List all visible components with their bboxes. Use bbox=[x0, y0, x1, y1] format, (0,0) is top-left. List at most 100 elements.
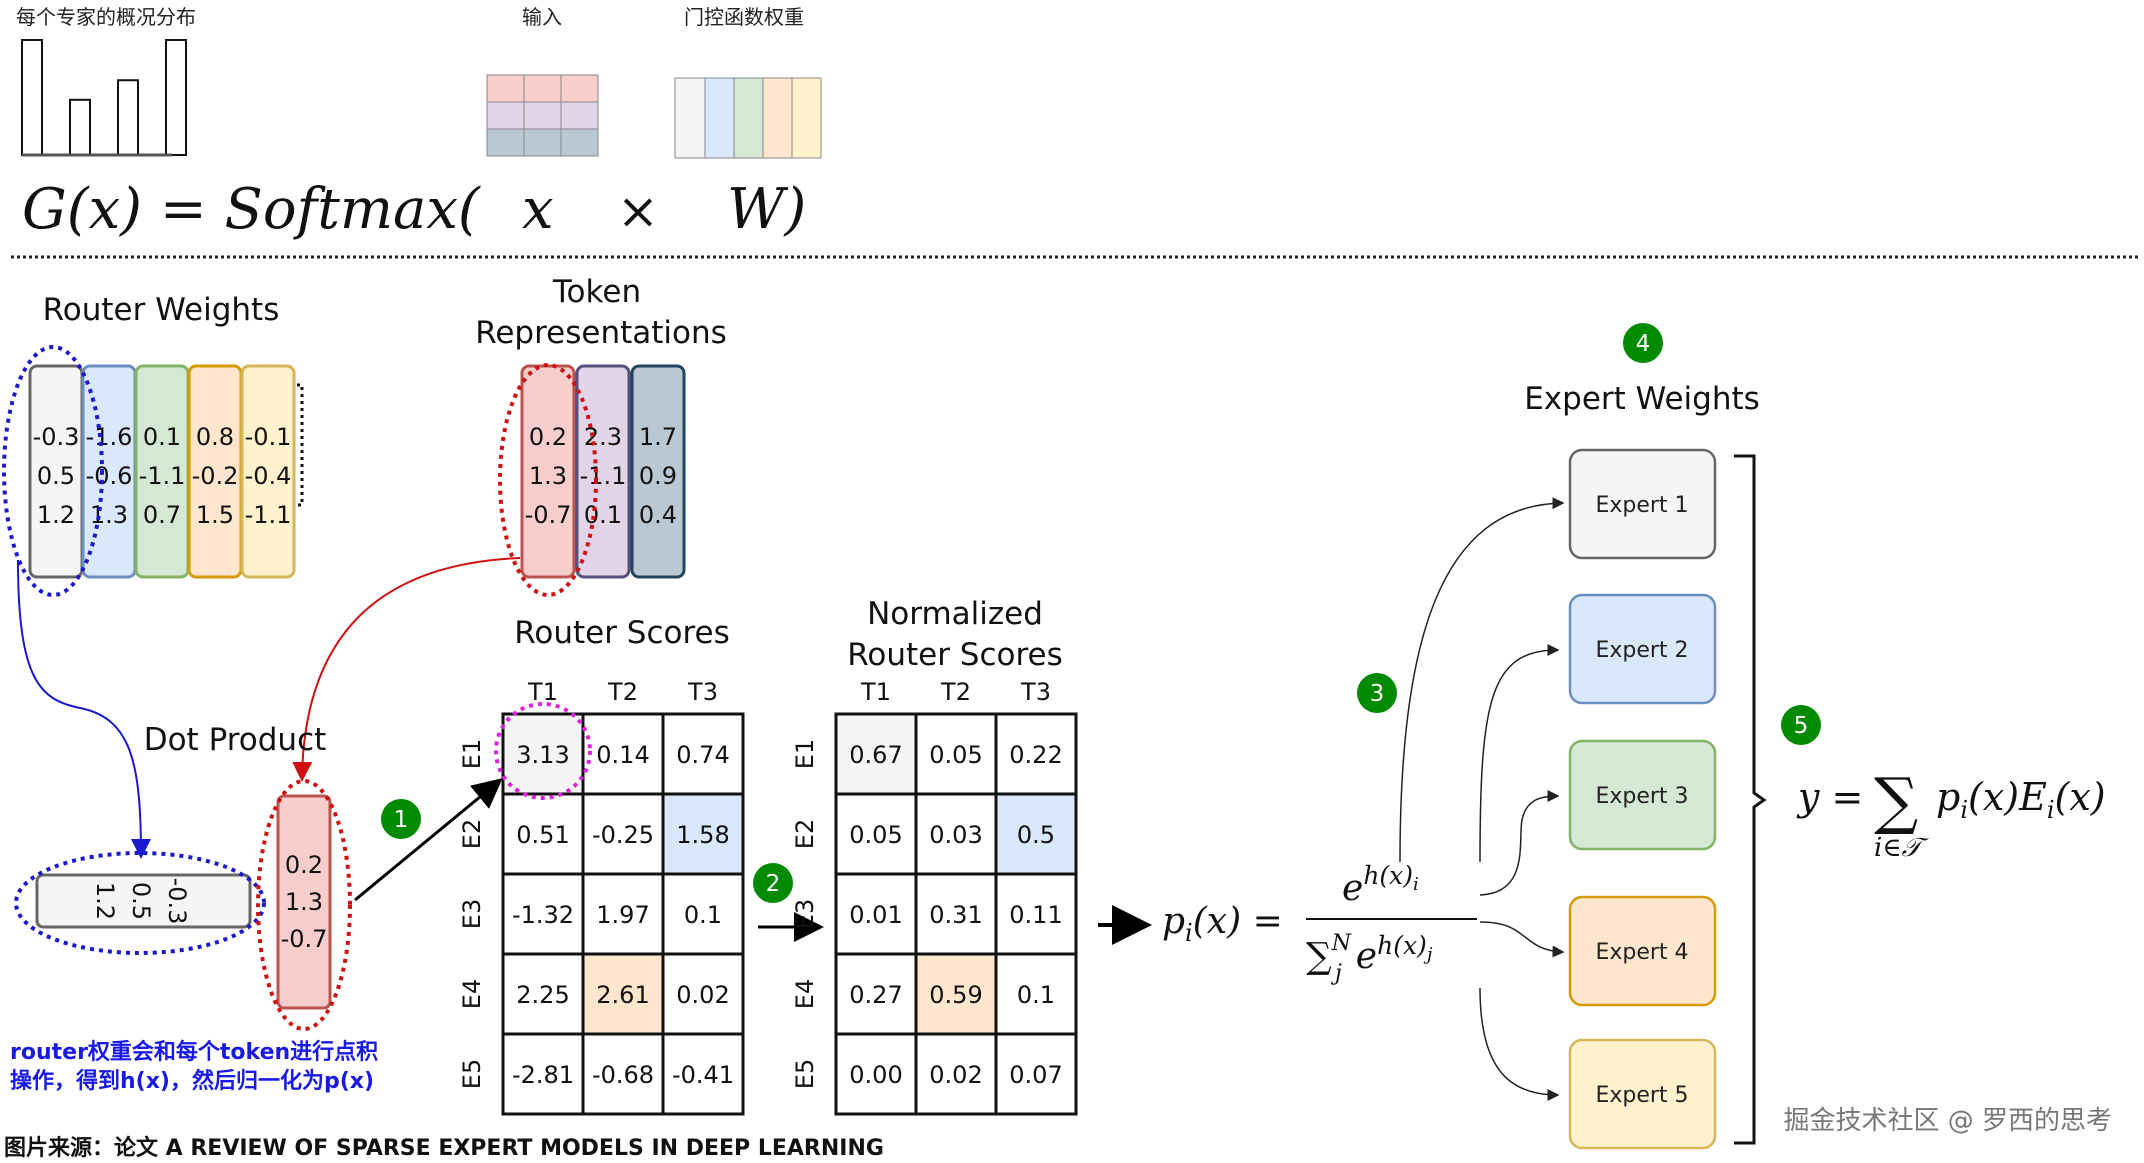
matrix-cell bbox=[834, 952, 918, 1036]
matrix-cell bbox=[581, 712, 665, 796]
router-weight-column bbox=[240, 364, 296, 579]
matrix-value: 2.25 bbox=[516, 981, 569, 1009]
router-weight-value: 0.8 bbox=[196, 423, 234, 451]
matrix-value: 0.1 bbox=[1017, 981, 1055, 1009]
top-section: 每个专家的概况分布 输入 门控函数权重 G(x) = Softmax( x × … bbox=[11, 5, 2140, 259]
matrix-value: 0.59 bbox=[929, 981, 982, 1009]
router-weight-highlight-ellipse bbox=[2, 345, 104, 597]
matrix-value: 0.5 bbox=[1017, 821, 1055, 849]
router-scores-title: Router Scores bbox=[514, 615, 730, 651]
distribution-bar bbox=[69, 98, 91, 157]
column-header: T3 bbox=[1020, 678, 1051, 706]
matrix-value: -2.81 bbox=[512, 1061, 574, 1089]
column-header: T2 bbox=[607, 678, 638, 706]
step-badge-4 bbox=[1623, 323, 1663, 363]
step-number: 3 bbox=[1370, 681, 1385, 707]
matrix-cell bbox=[661, 1032, 745, 1116]
experts-brace bbox=[1734, 454, 1767, 1145]
svg-text:∑: ∑ bbox=[1874, 764, 1918, 837]
row-header: E5 bbox=[791, 1059, 819, 1089]
router-weight-value: 1.2 bbox=[37, 501, 75, 529]
router-vector-box bbox=[35, 873, 252, 929]
distribution-bar bbox=[165, 39, 187, 156]
arrow-to-expert-5 bbox=[1479, 987, 1560, 1101]
expert-box-2: Expert 2 bbox=[1568, 593, 1717, 705]
router-weight-value: 0.5 bbox=[37, 462, 75, 490]
router-weight-value: -1.6 bbox=[86, 423, 133, 451]
top-score-highlight bbox=[494, 702, 592, 800]
matrix-value: 1.97 bbox=[596, 901, 649, 929]
matrix-value: 0.03 bbox=[929, 821, 982, 849]
token-title-line1: Token bbox=[552, 274, 641, 310]
token-value: 0.4 bbox=[639, 501, 677, 529]
matrix-value: 0.02 bbox=[676, 981, 729, 1009]
token-column bbox=[630, 364, 686, 579]
step-badge-5 bbox=[1781, 705, 1821, 745]
dot-product-title: Dot Product bbox=[144, 722, 327, 758]
token-vector-value: 1.3 bbox=[285, 888, 323, 916]
token-value: 1.7 bbox=[639, 423, 677, 451]
footer-source: 图片来源：论文 A REVIEW OF SPARSE EXPERT MODELS… bbox=[4, 1135, 884, 1161]
input-label: 输入 bbox=[522, 5, 562, 29]
matrix-value: -0.68 bbox=[592, 1061, 654, 1089]
router-weight-value: 1.5 bbox=[196, 501, 234, 529]
matrix-cell bbox=[581, 792, 665, 876]
matrix-value: 0.27 bbox=[849, 981, 902, 1009]
token-to-dot-arrow bbox=[292, 557, 521, 782]
router-vector-value: -0.3 bbox=[163, 878, 191, 925]
matrix-cell bbox=[994, 952, 1078, 1036]
step-number: 4 bbox=[1636, 331, 1651, 357]
token-column bbox=[520, 364, 576, 579]
matrix-value: 0.01 bbox=[849, 901, 902, 929]
matrix-value: 0.1 bbox=[684, 901, 722, 929]
router-weights-title: Router Weights bbox=[43, 292, 280, 328]
matrix-value: 0.74 bbox=[676, 741, 729, 769]
token-vector-box bbox=[276, 794, 332, 1010]
gate-weights-grid bbox=[674, 77, 822, 159]
matrix-value: 0.05 bbox=[929, 741, 982, 769]
expert-weights-title: Expert Weights bbox=[1524, 381, 1760, 417]
router-vector-value: 0.5 bbox=[127, 882, 155, 920]
svg-text:eh(x)i: eh(x)i bbox=[1342, 861, 1419, 909]
column-header: T1 bbox=[527, 678, 558, 706]
distribution-bar-chart bbox=[21, 39, 187, 157]
input-cell bbox=[486, 74, 525, 103]
row-header: E1 bbox=[791, 739, 819, 769]
svg-text:i∈𝒯: i∈𝒯 bbox=[1874, 833, 1930, 863]
distribution-bar bbox=[117, 79, 139, 156]
caption-line2: 操作，得到h(x)，然后归一化为p(x) bbox=[10, 1068, 374, 1094]
router-vector-ellipse bbox=[14, 851, 266, 955]
expert-box-5: Expert 5 bbox=[1568, 1038, 1717, 1150]
input-grid bbox=[486, 74, 599, 157]
distribution-label: 每个专家的概况分布 bbox=[16, 5, 196, 29]
expert-label: Expert 5 bbox=[1595, 1083, 1688, 1108]
router-weight-value: 0.1 bbox=[143, 423, 181, 451]
matrix-value: 1.58 bbox=[676, 821, 729, 849]
router-weight-value: 0.7 bbox=[143, 501, 181, 529]
token-highlight-ellipse bbox=[498, 363, 598, 597]
matrix-cell bbox=[661, 792, 745, 876]
matrix-cell bbox=[914, 1032, 998, 1116]
dot-to-scores-arrow bbox=[354, 778, 503, 902]
matrix-cell bbox=[501, 952, 585, 1036]
matrix-value: 0.00 bbox=[849, 1061, 902, 1089]
token-title-line2: Representations bbox=[475, 315, 727, 351]
token-vector-value: 0.2 bbox=[285, 851, 323, 879]
gate-column bbox=[704, 77, 735, 159]
row-header: E3 bbox=[791, 899, 819, 929]
matrix-cell bbox=[661, 952, 745, 1036]
input-cell bbox=[560, 74, 599, 103]
column-header: T1 bbox=[860, 678, 891, 706]
router-to-dot-arrow bbox=[17, 559, 151, 859]
matrix-value: -0.41 bbox=[672, 1061, 734, 1089]
router-vector-values: -0.30.51.2 bbox=[91, 878, 191, 925]
router-weight-value: -0.3 bbox=[33, 423, 80, 451]
router-weight-value: -0.6 bbox=[86, 462, 133, 490]
gate-formula-times: × bbox=[617, 182, 659, 240]
matrix-value: -1.32 bbox=[512, 901, 574, 929]
step-badge-1 bbox=[381, 799, 421, 839]
token-value: 0.1 bbox=[584, 501, 622, 529]
